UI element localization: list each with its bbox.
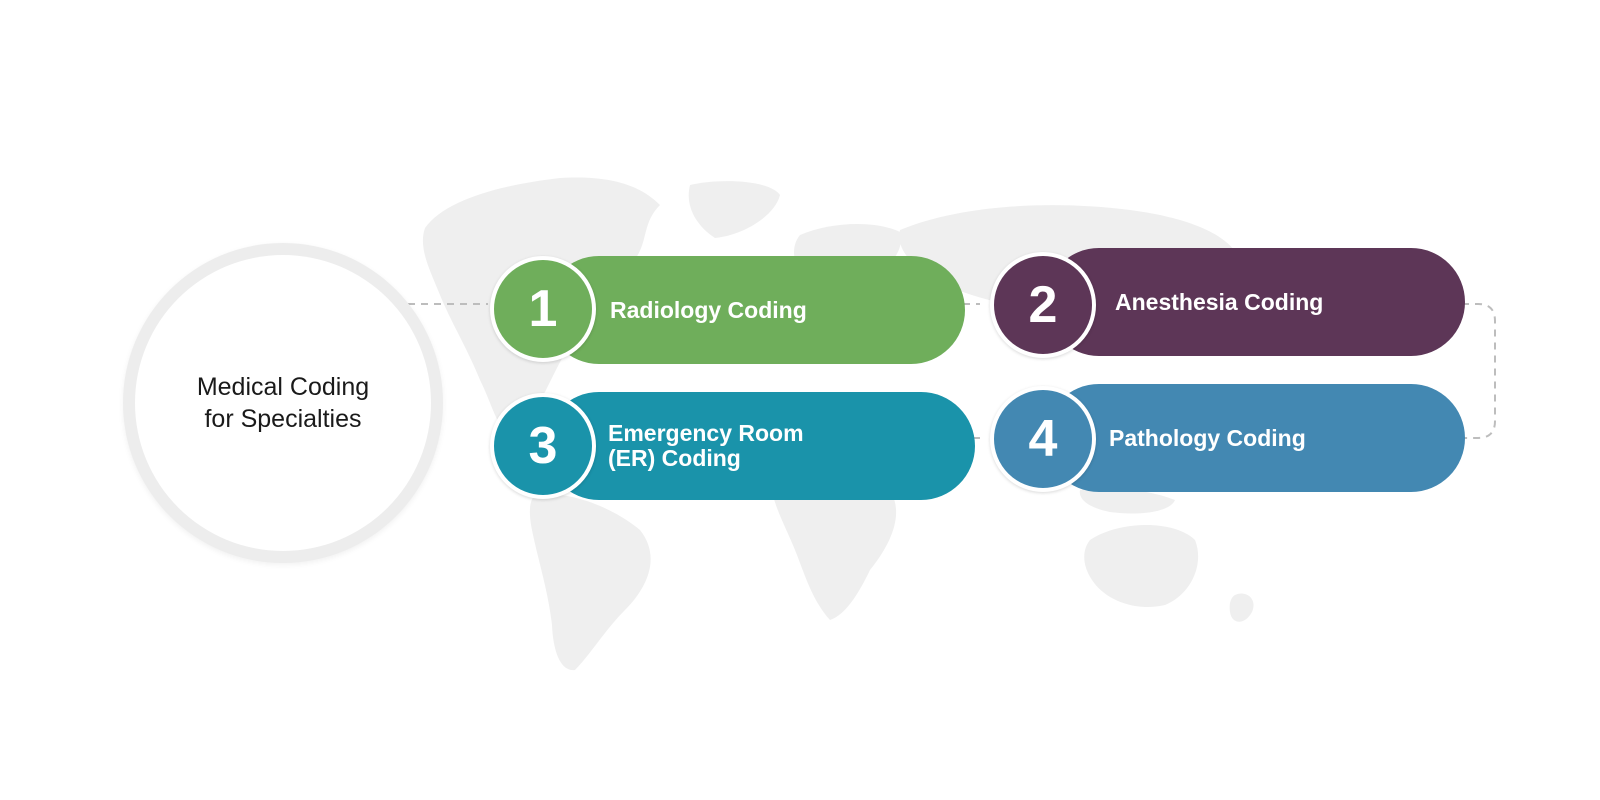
step-3-label-line-2: (ER) Coding xyxy=(608,445,741,471)
step-3-number: 3 xyxy=(528,417,558,475)
step-3-label-line-1: Emergency Room xyxy=(608,420,804,446)
map-south-america xyxy=(529,494,651,671)
step-1-label: Radiology Coding xyxy=(610,296,807,323)
map-new-zealand xyxy=(1229,593,1254,622)
map-southeast-asia xyxy=(1079,488,1175,514)
step-2-number-badge: 2 xyxy=(990,252,1096,358)
step-4-label: Pathology Coding xyxy=(1109,424,1306,451)
step-4-number-badge: 4 xyxy=(990,386,1096,492)
step-4-number: 4 xyxy=(1028,410,1058,468)
map-greenland xyxy=(688,181,780,238)
step-1-number-badge: 1 xyxy=(490,256,596,362)
connector-2-to-4 xyxy=(1462,303,1496,439)
step-2-pill: Anesthesia Coding xyxy=(1045,248,1465,356)
map-africa xyxy=(770,470,897,620)
step-2-number: 2 xyxy=(1028,276,1058,334)
step-2-label: Anesthesia Coding xyxy=(1115,288,1324,315)
step-3-number-badge: 3 xyxy=(490,393,596,499)
step-1-pill: Radiology Coding xyxy=(545,256,965,364)
step-1-number: 1 xyxy=(528,280,558,338)
center-title-line-1: Medical Coding xyxy=(196,373,370,401)
step-4-pill: Pathology Coding xyxy=(1045,384,1465,492)
center-title-line-2: for Specialties xyxy=(204,405,362,433)
center-hub: Medical Coding for Specialties xyxy=(135,255,431,551)
map-australia xyxy=(1084,525,1199,608)
step-3-pill: Emergency Room (ER) Coding xyxy=(545,392,975,500)
